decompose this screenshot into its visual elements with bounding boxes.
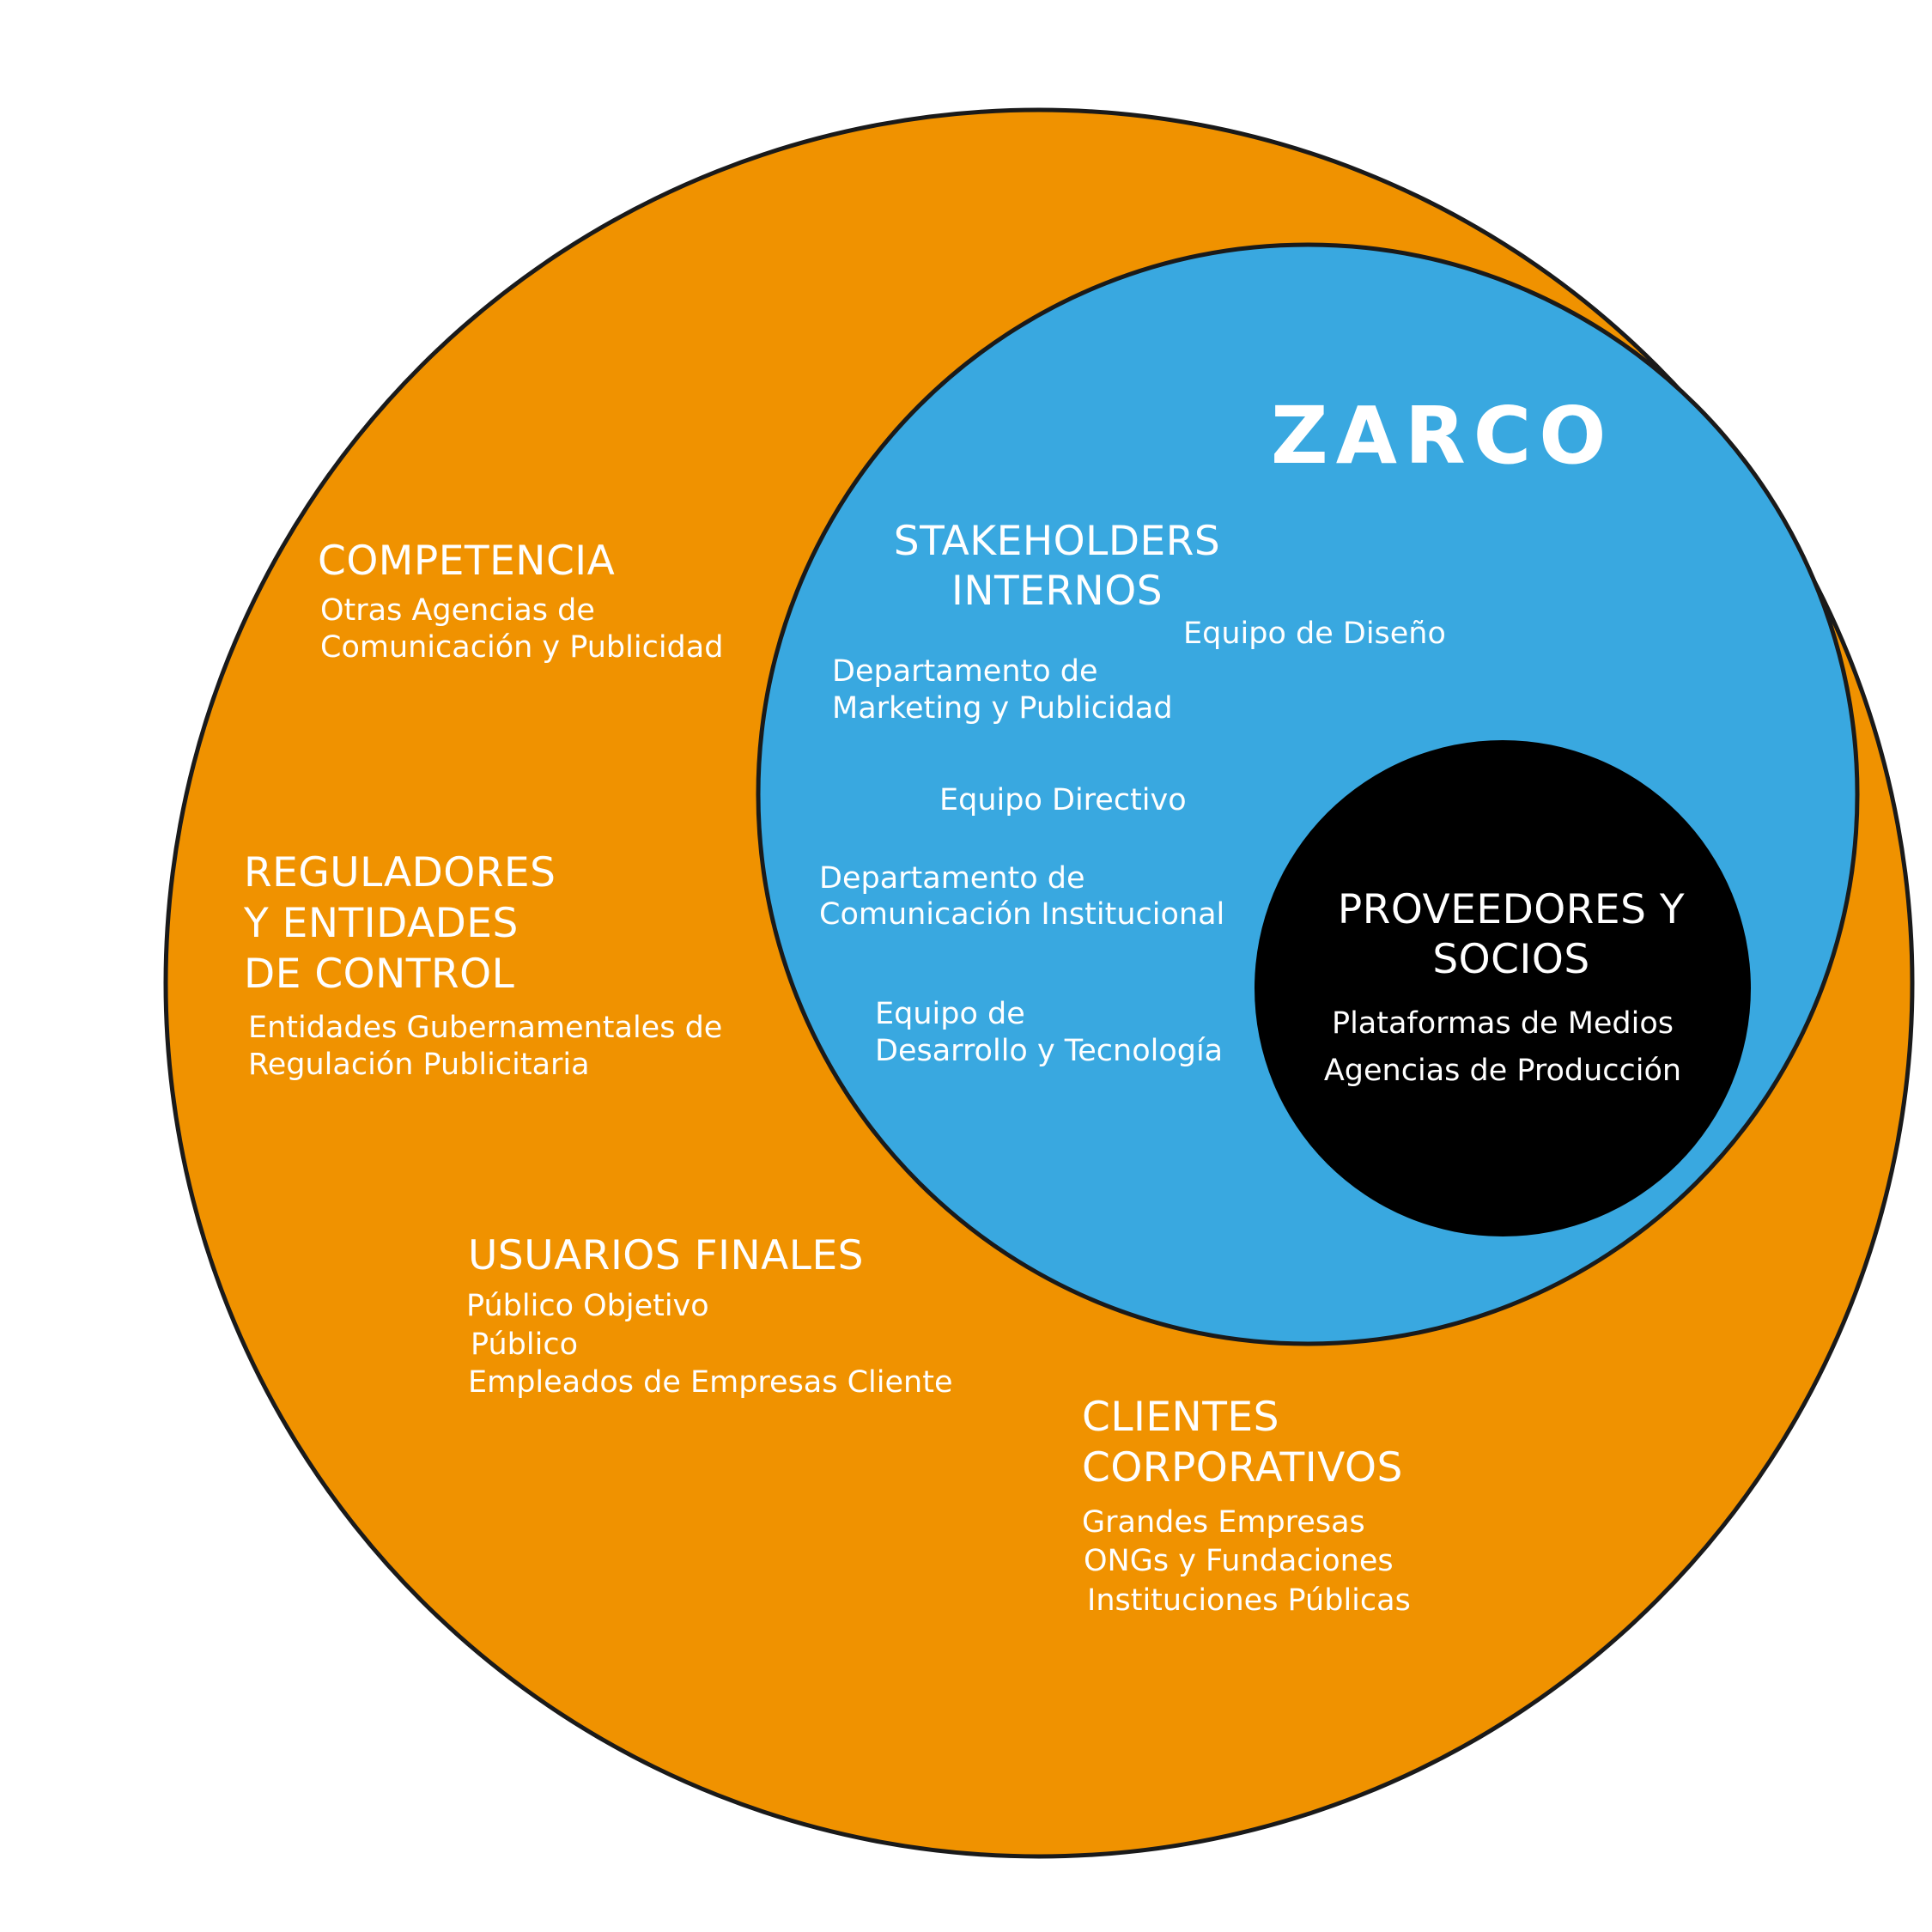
competencia-item: Otras Agencias de [320, 593, 595, 628]
usuarios-item: Público [471, 1327, 578, 1362]
core-item: Plataformas de Medios [1331, 1006, 1674, 1041]
usuarios-title: USUARIOS FINALES [468, 1232, 864, 1279]
internal-desarrollo-line: Desarrollo y Tecnología [875, 1034, 1224, 1068]
internal-comunicacion-line: Comunicación Institucional [819, 897, 1225, 932]
competencia-item: Comunicación y Publicidad [320, 630, 724, 665]
internal-equipo-diseno: Equipo de Diseño [1183, 617, 1446, 651]
internal-title-line: INTERNOS [951, 568, 1163, 615]
internal-title-line: STAKEHOLDERS [893, 518, 1221, 565]
core-title-line: SOCIOS [1432, 936, 1590, 983]
internal-marketing-line: Departamento de [832, 654, 1098, 689]
usuarios-item: Público Objetivo [466, 1289, 709, 1323]
core-title-line: PROVEEDORES Y [1337, 886, 1686, 933]
internal-comunicacion-line: Departamento de [819, 861, 1085, 896]
clientes-title-line: CLIENTES [1082, 1394, 1279, 1441]
clientes-item: Grandes Empresas [1082, 1505, 1365, 1540]
reguladores-item: Regulación Publicitaria [248, 1048, 590, 1082]
brand-logo-text: ZARCO [1271, 390, 1614, 482]
internal-desarrollo-line: Equipo de [875, 997, 1025, 1031]
reguladores-item: Entidades Gubernamentales de [248, 1011, 723, 1045]
core-circle-suppliers-partners [1255, 740, 1751, 1236]
clientes-item: ONGs y Fundaciones [1084, 1544, 1394, 1578]
internal-equipo-directivo: Equipo Directivo [939, 783, 1187, 817]
clientes-title-line: CORPORATIVOS [1082, 1444, 1403, 1492]
core-item: Agencias de Producción [1323, 1054, 1682, 1088]
competencia-title: COMPETENCIA [318, 538, 616, 585]
internal-marketing-line: Marketing y Publicidad [832, 691, 1173, 726]
usuarios-item: Empleados de Empresas Cliente [468, 1365, 953, 1400]
reguladores-title-line: REGULADORES [244, 849, 556, 896]
reguladores-title-line: DE CONTROL [244, 951, 515, 998]
clientes-item: Instituciones Públicas [1087, 1583, 1411, 1618]
reguladores-title-line: Y ENTIDADES [244, 900, 519, 947]
